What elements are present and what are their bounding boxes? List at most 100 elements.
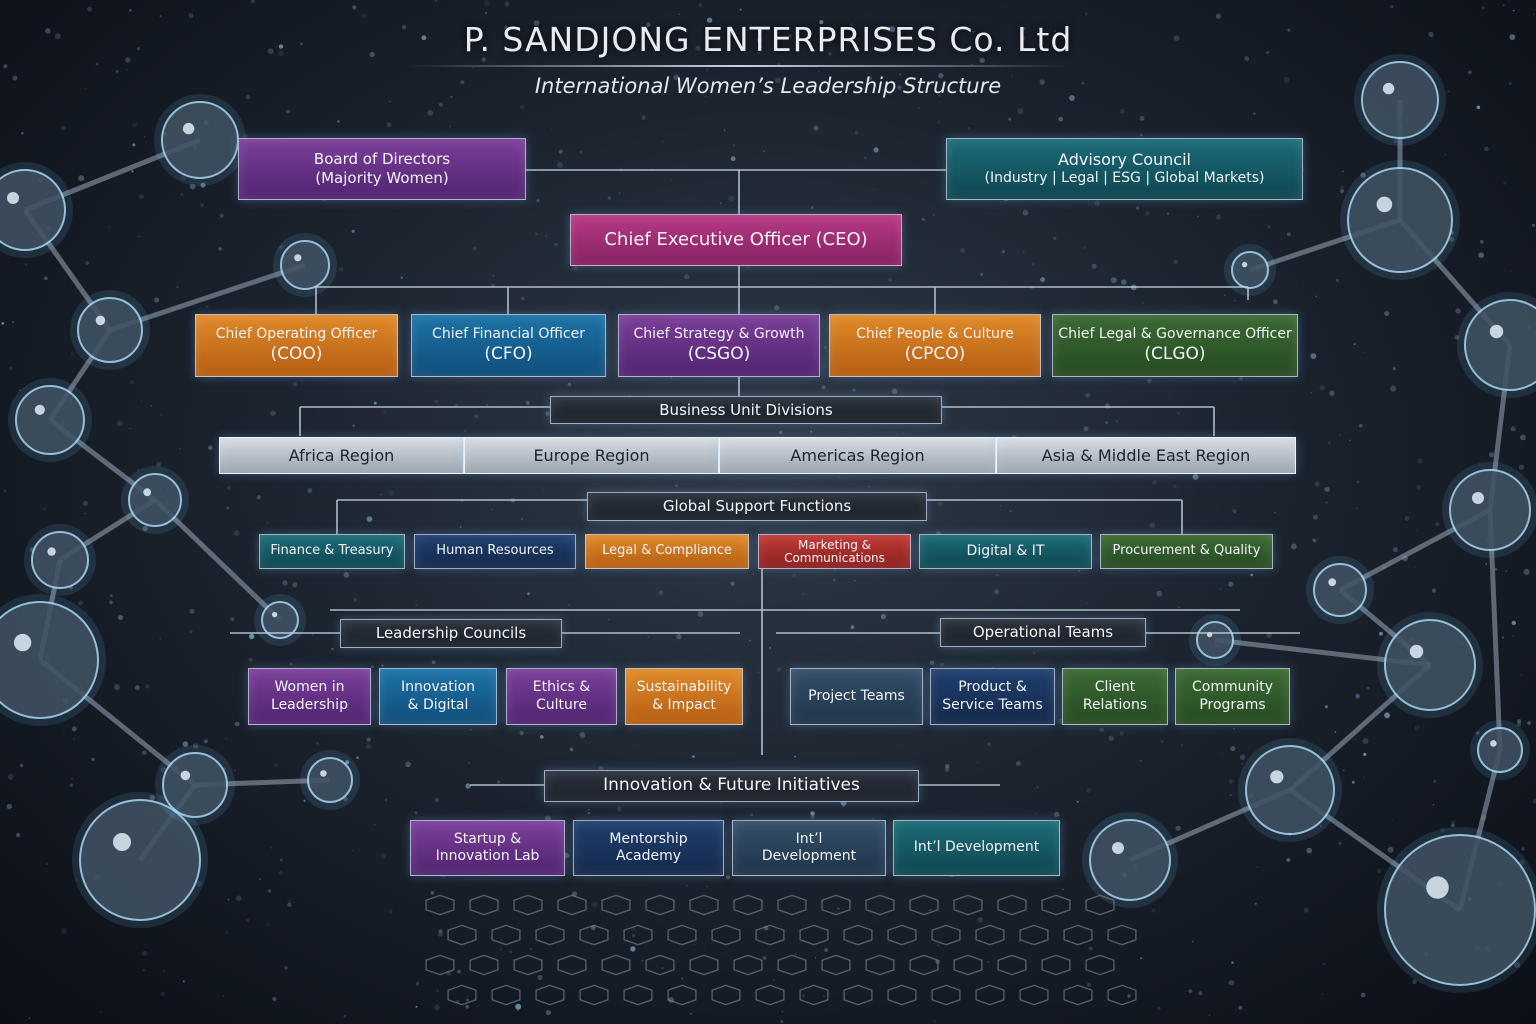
council-sustainability: Sustainability & Impact [625,668,743,725]
background-speckle [1416,485,1422,490]
background-hex-cell [909,954,939,976]
background-speckle [752,573,755,576]
background-speckle [287,899,292,904]
background-hex-cell [1063,924,1093,946]
background-speckle [980,272,984,276]
background-speckle [189,629,193,633]
background-speckle [1310,353,1317,359]
background-node-highlight [182,122,195,135]
board-of-directors-box: Board of Directors (Majority Women) [238,138,526,200]
background-speckle [61,125,66,130]
background-speckle [117,614,124,621]
background-speckle [1256,866,1259,868]
background-speckle [300,42,303,46]
background-speckle [554,242,558,247]
background-speckle [1314,481,1320,487]
background-speckle [769,646,771,649]
background-speckle [758,28,762,33]
background-speckle [1083,246,1087,250]
background-speckle [438,929,443,934]
background-bond [109,262,306,333]
council-women: Women in Leadership [248,668,371,725]
background-speckle [1362,776,1365,779]
background-speckle [143,136,145,138]
background-speckle [1039,79,1045,85]
background-speckle [380,853,387,860]
background-speckle [316,741,320,745]
background-speckle [1440,827,1445,833]
background-speckle [1036,786,1039,789]
background-speckle [370,665,374,669]
background-speckle [1087,799,1089,802]
background-speckle [572,265,579,272]
background-speckle [791,573,797,578]
background-speckle [235,895,242,902]
background-node [0,601,99,719]
background-speckle [1141,301,1145,305]
background-speckle [75,878,79,882]
background-speckle [509,950,513,954]
background-speckle [650,168,652,171]
background-speckle [1076,800,1079,803]
background-hex-cell [557,954,587,976]
background-hex-cell [799,924,829,946]
background-node [1384,834,1536,986]
coo-title: Chief Operating Officer [215,326,378,343]
background-speckle [182,741,189,747]
background-speckle [1489,452,1495,458]
background-speckle [1135,206,1140,210]
background-hex-cell [975,924,1005,946]
councils-heading-label: Leadership Councils [375,624,527,643]
background-speckle [436,989,440,993]
background-speckle [730,581,735,586]
background-speckle [268,889,272,893]
background-hex-cell [887,984,917,1006]
background-hex-cell [513,894,543,916]
background-hex-cell [645,894,675,916]
support-digital-label: Digital & IT [966,542,1045,559]
background-speckle [1058,116,1064,122]
background-speckle [1198,991,1203,996]
background-speckle [678,13,681,15]
background-speckle [246,918,250,922]
background-speckle [472,66,474,69]
background-node [128,473,182,527]
background-speckle [465,783,471,789]
background-speckle [331,647,334,651]
background-speckle [567,603,570,607]
background-speckle [940,662,945,667]
background-speckle [719,201,722,205]
background-speckle [1413,565,1416,568]
background-speckle [818,70,820,73]
background-speckle [136,469,139,472]
background-speckle [1008,117,1012,121]
background-speckle [1527,721,1531,725]
background-node [1347,167,1453,273]
background-speckle [145,684,150,689]
background-speckle [389,100,391,103]
background-hex-cell [579,924,609,946]
background-speckle [1232,727,1235,730]
background-node [1245,745,1335,835]
background-speckle [1054,811,1060,818]
background-speckle [160,991,166,997]
background-node [261,601,299,639]
background-speckle [929,660,935,666]
background-speckle [159,638,161,640]
background-speckle [1266,632,1272,638]
background-speckle [115,70,119,73]
background-speckle [21,131,24,135]
background-speckle [70,777,74,780]
background-speckle [504,1,510,7]
ops-community-l1: Community [1191,679,1274,695]
chart-subtitle: International Women’s Leadership Structu… [534,74,1002,98]
background-node-highlight [1206,631,1213,638]
background-speckle [456,969,461,974]
background-speckle [810,430,813,433]
background-speckle [129,428,131,430]
background-speckle [16,832,21,838]
background-speckle [200,182,206,188]
background-speckle [1454,335,1460,340]
background-speckle [195,880,202,887]
background-speckle [500,938,503,941]
